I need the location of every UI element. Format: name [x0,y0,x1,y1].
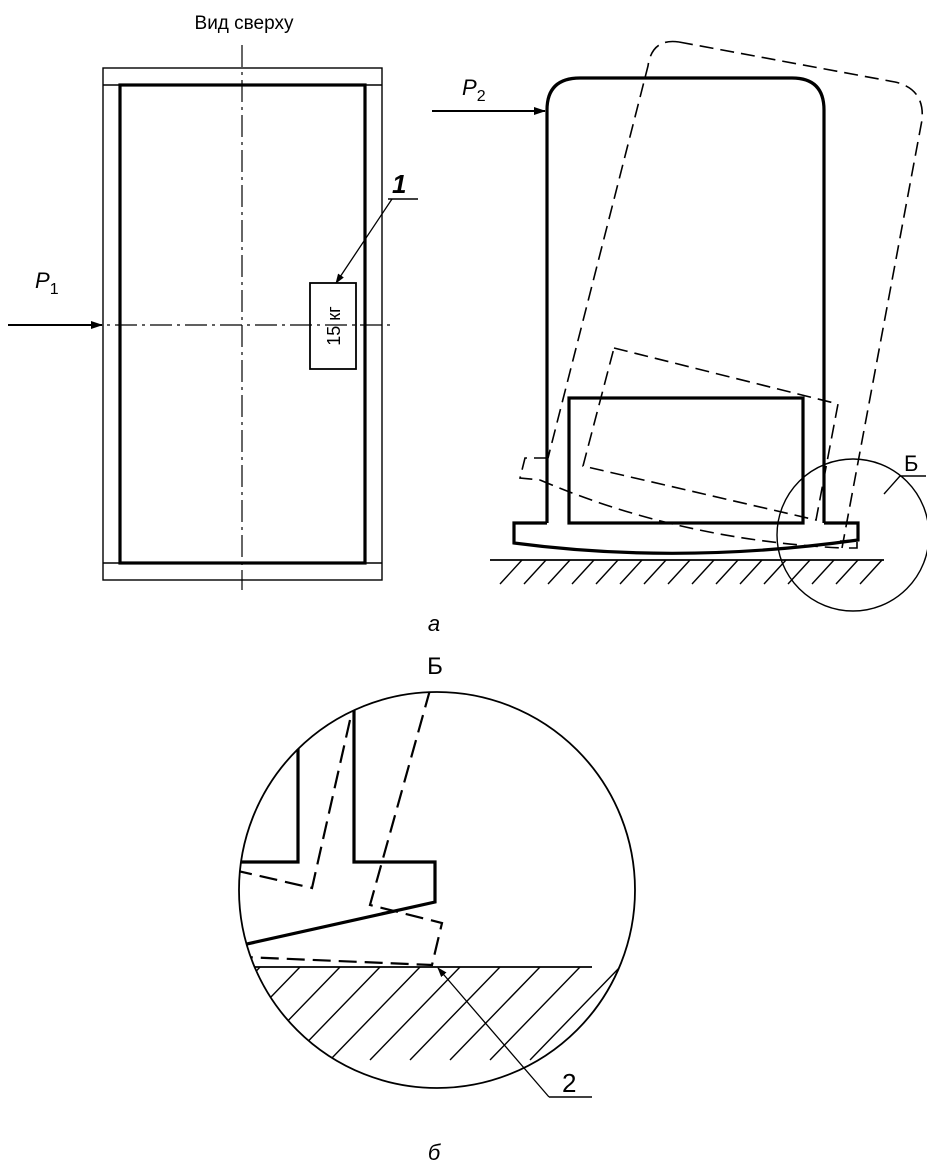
weight-box [309,282,357,370]
leader-2-number: 2 [562,1068,576,1098]
leader-1-number: 1 [392,169,406,199]
cabinet-body [545,76,826,523]
weight-label: 15 кг [324,306,344,346]
leader-1-line [335,198,393,284]
tilted-box-outline [582,347,839,521]
ground-hatching [499,559,883,585]
detail-circle-b [776,458,927,612]
detail-ref-b: Б [904,451,918,476]
top-view: Вид сверху P1 15 кг 1 [8,13,418,590]
box-inside-cabinet [567,396,805,525]
side-view: P2 Б [432,40,927,612]
top-view-caption: Вид сверху [195,13,294,34]
detail-hatching [239,966,621,1061]
force-p1-label: P1 [35,268,59,298]
detail-tilted-profile [239,719,352,890]
detail-cabinet-profile [239,692,300,864]
detail-circle [238,691,636,1089]
detail-title-b: Б [427,653,443,680]
tilted-cabinet-outline [678,41,924,549]
caption-a: а [428,611,440,636]
cabinet-base [512,521,860,555]
detail-view-b: Б [238,653,636,1098]
leader-2-line [437,967,550,1098]
caption-b: б [428,1140,442,1165]
force-p2-label: P2 [462,75,486,105]
